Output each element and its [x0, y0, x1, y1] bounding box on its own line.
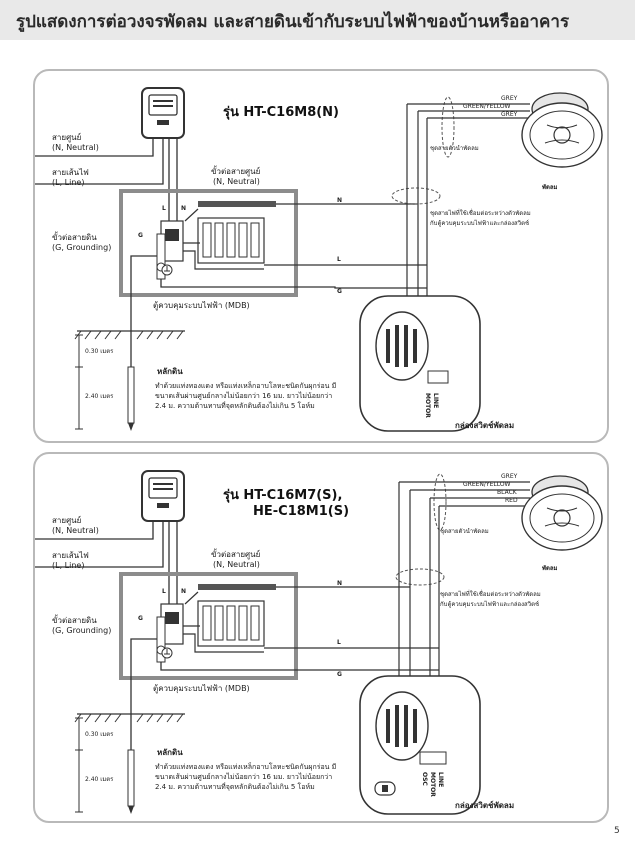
wire-l-label: L	[337, 639, 341, 646]
connect-cable-line1: ชุดสายไฟที่ใช้เชื่อมต่อระหว่างตัวพัดลม	[440, 591, 541, 598]
depth-1-label: 0.30 เมตร	[85, 348, 114, 355]
ceiling-fan-icon	[521, 92, 603, 168]
ground-terminal-label: ขั้วต่อสายดิน	[52, 233, 97, 242]
neutral-terminal-label: ขั้วต่อสายศูนย์	[211, 550, 261, 559]
depth-2-label: 2.40 เมตร	[85, 393, 114, 400]
diagram-panel-2: รุ่น HT-C16M7(S), HE-C18M1(S) สายศูนย์ (…	[33, 452, 609, 823]
switch-terminal-motor: MOTOR	[429, 772, 436, 797]
neutral-wire-label: สายศูนย์	[52, 516, 82, 525]
wire-l-label: L	[337, 256, 341, 263]
model-title-line2: HE-C18M1(S)	[253, 504, 350, 519]
fan-wire-2-label: GREEN/YELLOW	[463, 103, 511, 110]
electric-meter-icon	[141, 87, 185, 139]
fan-wire-4-label: RED	[505, 497, 518, 504]
fan-switch-box	[359, 295, 481, 432]
neutral-busbar	[198, 201, 276, 207]
diagram-panel-1: รุ่น HT-C16M8(N) สายศูนย์ (N, Neutral) ส…	[33, 69, 609, 443]
neutral-terminal-label: ขั้วต่อสายศูนย์	[211, 167, 261, 176]
switch-box-label: กล่องสวิตช์พัดลม	[455, 801, 515, 810]
model-title: รุ่น HT-C16M8(N)	[223, 105, 340, 120]
ground-rod-title: หลักดิน	[157, 748, 183, 757]
terminal-n-label: N	[181, 588, 187, 595]
page-header: รูปแสดงการต่อวงจรพัดลม และสายดินเข้ากับร…	[0, 0, 635, 40]
mdb-cabinet	[119, 189, 298, 297]
mdb-label: ตู้ควบคุมระบบไฟฟ้า (MDB)	[153, 301, 250, 310]
fan-wire-3-label: BLACK	[497, 489, 517, 496]
terminal-g-label: G	[138, 232, 143, 239]
depth-2-label: 2.40 เมตร	[85, 776, 114, 783]
switch-terminal-line: LINE	[432, 393, 439, 409]
terminal-l-label: L	[162, 205, 166, 212]
ground-terminal-label: ขั้วต่อสายดิน	[52, 616, 97, 625]
mdb-cabinet	[119, 572, 298, 680]
fan-wire-3-label: GREY	[501, 111, 518, 118]
fan-wire-1-label: GREY	[501, 95, 518, 102]
neutral-terminal-en-label: (N, Neutral)	[213, 560, 260, 569]
model-title: รุ่น HT-C16M7(S),	[223, 488, 343, 503]
ground-terminal-en-label: (G, Grounding)	[52, 626, 112, 635]
switch-box-label: กล่องสวิตช์พัดลม	[455, 421, 515, 430]
ground-symbol-icon	[161, 647, 173, 659]
terminal-l-label: L	[162, 588, 166, 595]
neutral-wire-label: สายศูนย์	[52, 133, 82, 142]
wire-n-label: N	[337, 197, 343, 204]
connect-cable-line2: กับตู้ควบคุมระบบไฟฟ้าและกล่องสวิตช์	[440, 601, 540, 608]
neutral-wire-en-label: (N, Neutral)	[52, 526, 99, 535]
depth-1-label: 0.30 เมตร	[85, 731, 114, 738]
page-title: รูปแสดงการต่อวงจรพัดลม และสายดินเข้ากับร…	[16, 12, 570, 32]
ground-rod	[127, 749, 135, 807]
wiring-diagram-2	[35, 470, 603, 815]
neutral-busbar	[198, 584, 276, 590]
live-wire-en-label: (L, Line)	[52, 561, 85, 570]
switch-terminal-osc: OSC	[421, 772, 428, 786]
fan-cable-label: ชุดสายตัวนำพัดลม	[440, 528, 489, 535]
switch-terminal-motor: MOTOR	[424, 393, 431, 418]
page-number: 5	[614, 826, 620, 836]
fan-label: พัดลม	[542, 565, 558, 572]
live-wire-label: สายเส้นไฟ	[52, 168, 89, 177]
fan-wire-2-label: GREEN/YELLOW	[463, 481, 511, 488]
ground-rod-title: หลักดิน	[157, 367, 183, 376]
connect-cable-line1: ชุดสายไฟที่ใช้เชื่อมต่อระหว่างตัวพัดลม	[430, 210, 531, 217]
live-wire-label: สายเส้นไฟ	[52, 551, 89, 560]
neutral-wire-en-label: (N, Neutral)	[52, 143, 99, 152]
fan-cable-label: ชุดสายตัวนำพัดลม	[430, 145, 479, 152]
fan-wire-1-label: GREY	[501, 473, 518, 480]
wire-n-label: N	[337, 580, 343, 587]
connect-cable-line2: กับตู้ควบคุมระบบไฟฟ้าและกล่องสวิตช์	[430, 220, 530, 227]
neutral-terminal-en-label: (N, Neutral)	[213, 177, 260, 186]
ceiling-fan-icon	[521, 475, 603, 551]
terminal-g-label: G	[138, 615, 143, 622]
mdb-label: ตู้ควบคุมระบบไฟฟ้า (MDB)	[153, 684, 250, 693]
fan-label: พัดลม	[542, 184, 558, 191]
ground-rod-description: ทำด้วยแท่งทองแดง หรือแท่งเหล็กอาบโลหะชนิ…	[155, 382, 337, 410]
ground-rod	[127, 366, 135, 424]
ground-symbol-icon	[161, 264, 173, 276]
wire-g-label: G	[337, 288, 342, 295]
ground-terminal-en-label: (G, Grounding)	[52, 243, 112, 252]
fan-switch-box	[359, 675, 481, 815]
live-wire-en-label: (L, Line)	[52, 178, 85, 187]
electric-meter-icon	[141, 470, 185, 522]
terminal-n-label: N	[181, 205, 187, 212]
wiring-diagram-1	[35, 87, 603, 432]
ground-rod-description: ทำด้วยแท่งทองแดง หรือแท่งเหล็กอาบโลหะชนิ…	[155, 763, 337, 791]
wire-g-label: G	[337, 671, 342, 678]
switch-terminal-line: LINE	[437, 772, 444, 788]
circuit-breakers	[197, 217, 265, 264]
circuit-breakers	[197, 600, 265, 647]
